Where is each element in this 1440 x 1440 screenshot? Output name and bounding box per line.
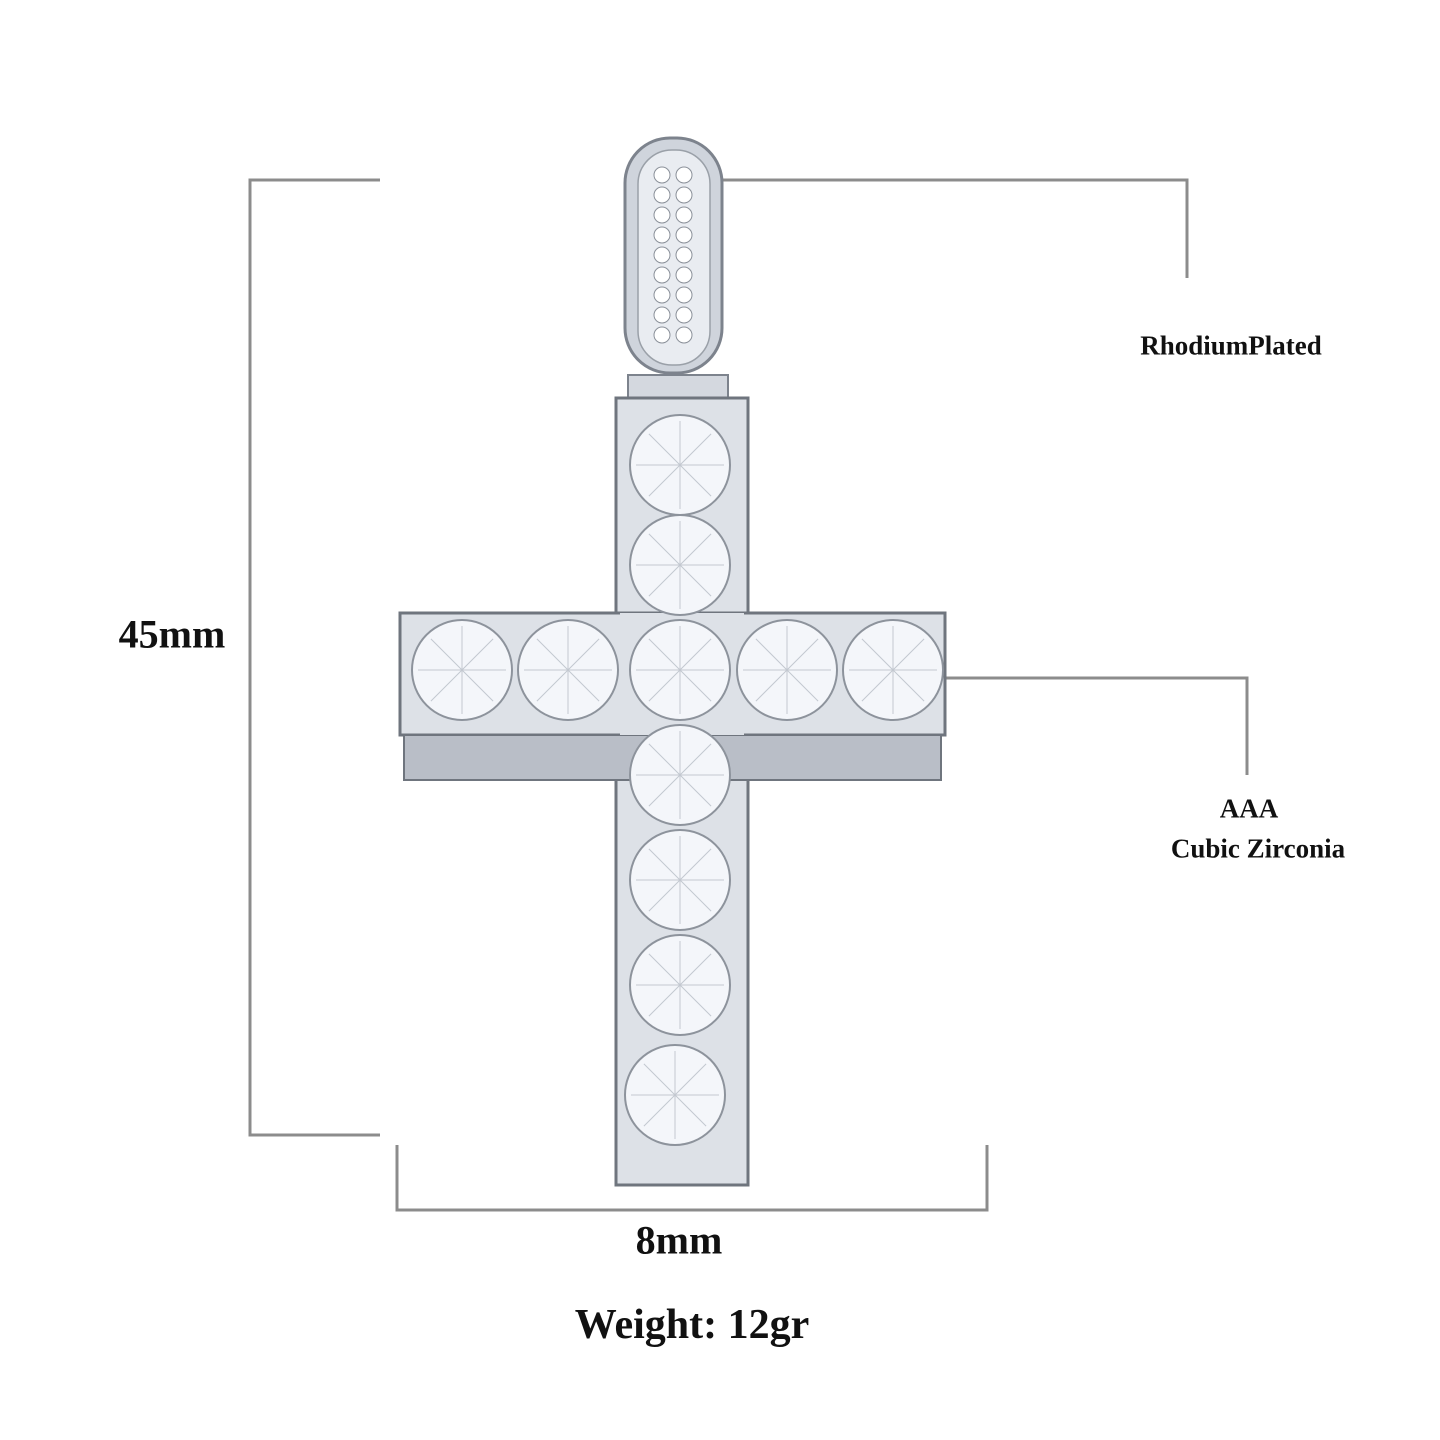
stone-facet <box>674 1094 707 1127</box>
pave-stone <box>675 186 693 204</box>
plating-leader-line <box>722 178 1189 278</box>
height-label: 45mm <box>118 611 226 657</box>
stone-facet <box>430 638 463 671</box>
plating-label: RhodiumPlated <box>1140 330 1322 361</box>
pave-stone <box>653 206 671 224</box>
stone-facet <box>643 1094 676 1127</box>
stone-facet <box>648 774 681 807</box>
stone-facet <box>648 638 681 671</box>
pave-stone <box>653 186 671 204</box>
pave-stone <box>675 266 693 284</box>
width-bracket <box>395 1145 989 1212</box>
stone-facet <box>648 953 681 986</box>
width-label: 8mm <box>635 1217 723 1263</box>
stone-facet <box>648 984 681 1017</box>
stone-facet <box>648 464 681 497</box>
height-bracket <box>248 178 380 1137</box>
stone-facet <box>648 743 681 776</box>
stone-facet <box>648 564 681 597</box>
stone-facet <box>892 669 925 702</box>
stone-facet <box>786 638 819 671</box>
stone-facet <box>755 669 788 702</box>
stone-facet <box>648 848 681 881</box>
stone-facet <box>461 638 494 671</box>
stone-facet <box>679 879 712 912</box>
stone-leader-line <box>945 676 1249 775</box>
stone-facet <box>567 669 600 702</box>
stone-facet <box>679 533 712 566</box>
pave-stone <box>653 266 671 284</box>
stone-facet <box>461 669 494 702</box>
pave-stone <box>675 226 693 244</box>
stone-facet <box>755 638 788 671</box>
stone-facet <box>648 433 681 466</box>
stone-facet <box>892 638 925 671</box>
pave-stone <box>675 166 693 184</box>
pave-stone <box>653 286 671 304</box>
stone-facet <box>679 848 712 881</box>
stone-facet <box>679 669 712 702</box>
stone-facet <box>536 669 569 702</box>
stone-facet <box>861 638 894 671</box>
stone-facet <box>679 464 712 497</box>
stone-facet <box>567 638 600 671</box>
weight-label: Weight: 12gr <box>574 1302 810 1348</box>
pave-stone <box>653 246 671 264</box>
pave-stone <box>675 306 693 324</box>
cross-pendant-icon <box>398 136 947 1187</box>
pave-stone <box>675 206 693 224</box>
stone-facet <box>679 564 712 597</box>
pave-stone <box>675 246 693 264</box>
stone-facet <box>536 638 569 671</box>
stone-type-label: Cubic Zirconia <box>1170 833 1346 864</box>
stone-grade-label: AAA <box>1219 793 1279 824</box>
pave-stone <box>653 166 671 184</box>
stone-facet <box>648 669 681 702</box>
stone-facet <box>648 533 681 566</box>
stone-facet <box>861 669 894 702</box>
stone-facet <box>679 433 712 466</box>
stone-facet <box>679 774 712 807</box>
stone-facet <box>679 743 712 776</box>
pave-stone <box>653 226 671 244</box>
pave-stone <box>675 326 693 344</box>
stone-facet <box>430 669 463 702</box>
stone-facet <box>679 638 712 671</box>
stone-facet <box>643 1063 676 1096</box>
stone-facet <box>679 953 712 986</box>
pave-stone <box>653 326 671 344</box>
stone-facet <box>648 879 681 912</box>
stone-facet <box>786 669 819 702</box>
pave-stone <box>675 286 693 304</box>
stone-facet <box>679 984 712 1017</box>
stone-facet <box>674 1063 707 1096</box>
pave-stone <box>653 306 671 324</box>
